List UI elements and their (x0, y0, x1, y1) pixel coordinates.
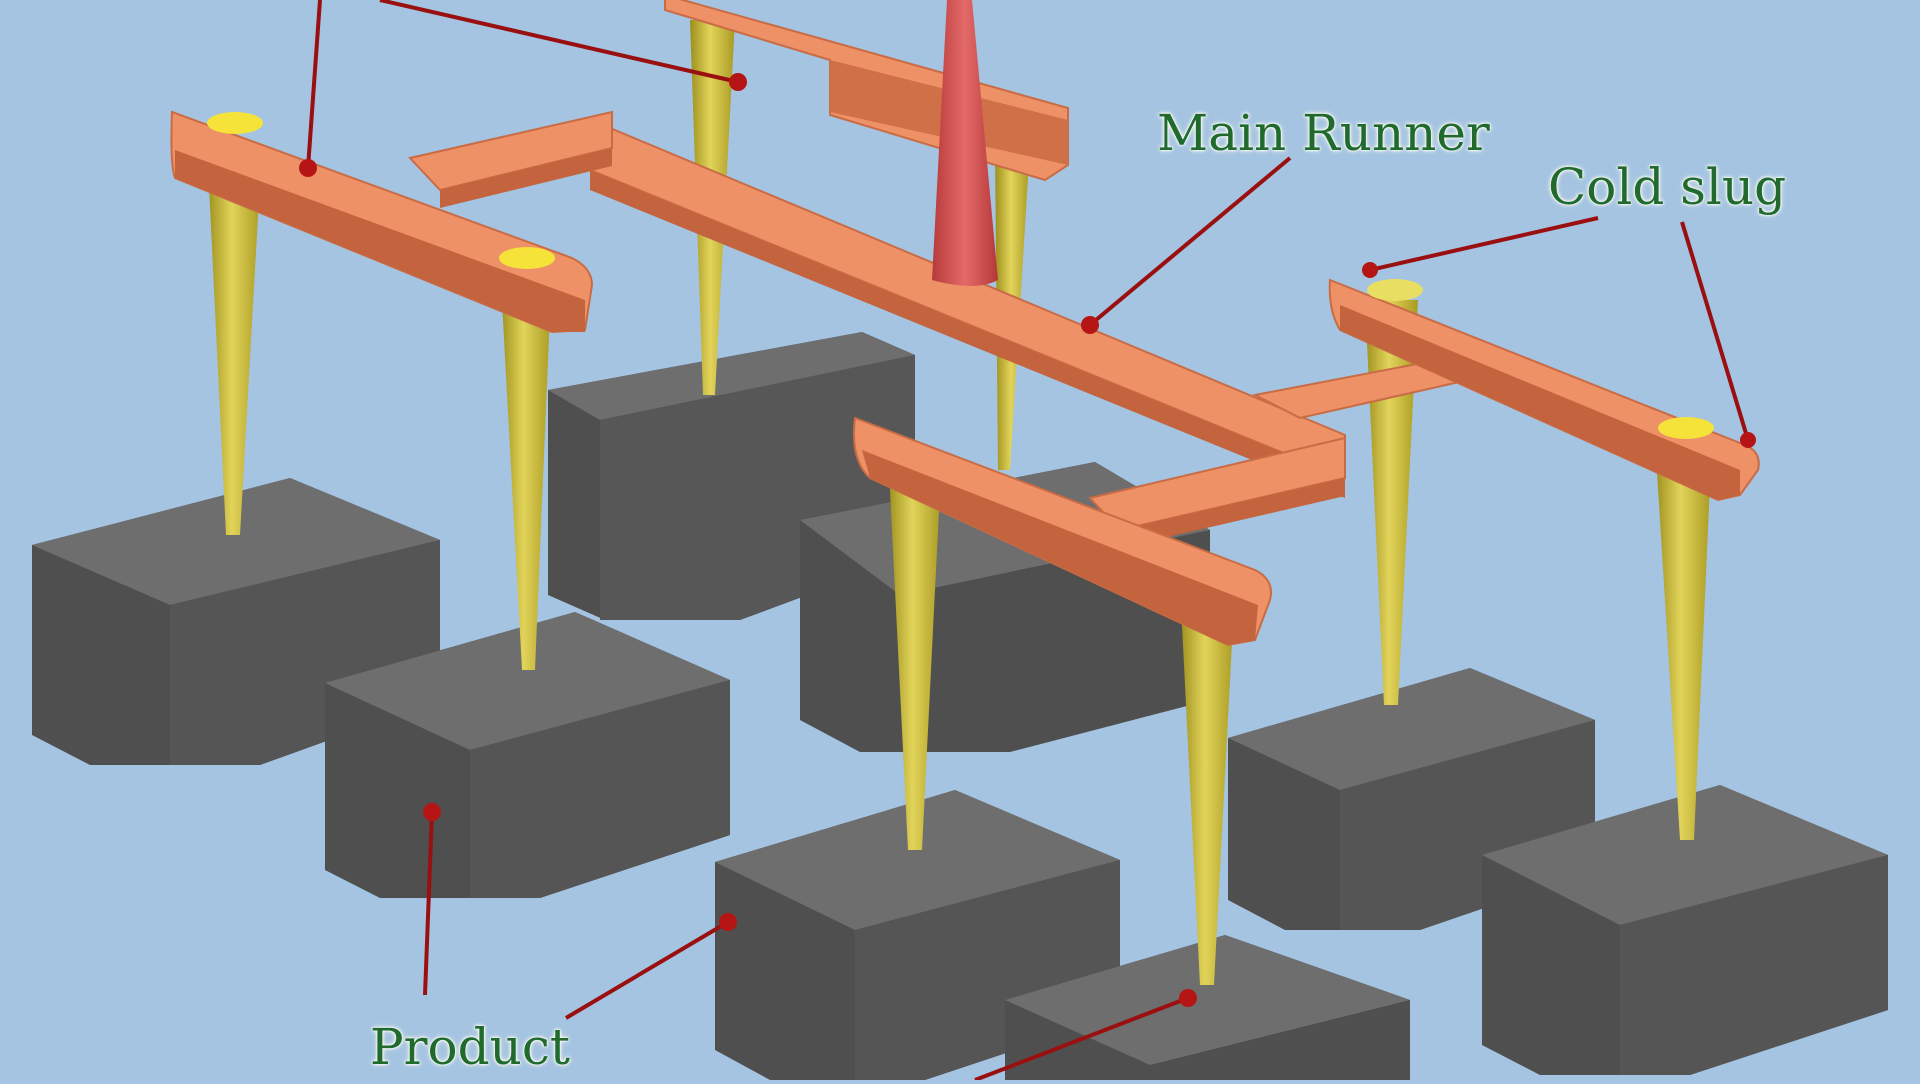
cold-slug-spot-4 (1658, 417, 1714, 439)
cold-slug-spot-2 (499, 247, 555, 269)
cold-slug-spot-3 (1367, 279, 1423, 301)
cold-slug-spots (207, 112, 1714, 439)
gate-2 (500, 265, 552, 670)
cold-slug-spot-1 (207, 112, 263, 134)
sprue (932, 0, 998, 286)
product-block-center-left (325, 612, 730, 898)
leader-product-b (564, 920, 730, 1020)
gate-6 (1180, 585, 1235, 985)
leader-cold-slug-a (1369, 216, 1599, 272)
gate-1 (207, 145, 262, 535)
label-cold-slug: Cold slug (1548, 158, 1787, 216)
leader-sub-runner-b (379, 0, 739, 84)
gate-5 (888, 450, 942, 850)
label-main-runner: Main Runner (1157, 104, 1490, 162)
label-product: Product (370, 1018, 570, 1076)
leader-cold-slug-b (1680, 221, 1750, 441)
product-block-front-right (1005, 935, 1410, 1080)
leader-product-a (423, 811, 434, 996)
leader-main-runner (1088, 156, 1292, 327)
leader-product-c (974, 996, 1189, 1082)
leader-lines (299, 0, 1756, 1082)
product-block-right (1482, 785, 1888, 1075)
leader-sub-runner-a (306, 0, 322, 169)
gate-8 (1655, 440, 1712, 840)
